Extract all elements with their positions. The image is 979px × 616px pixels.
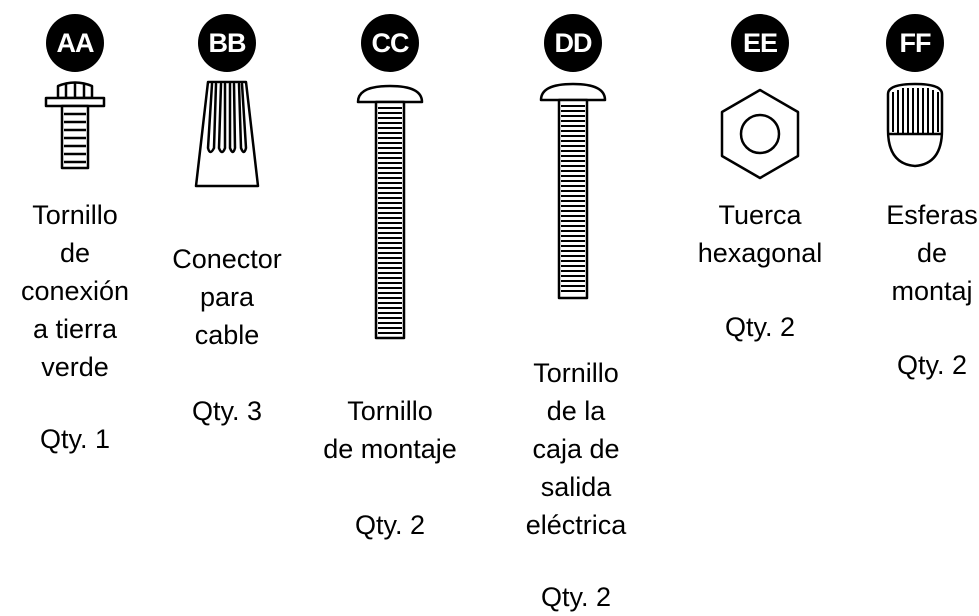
part-badge: FF: [886, 14, 944, 72]
part-quantity: Qty. 2: [724, 312, 796, 342]
part-cc: CC Tornillo de montaje Qty. 2: [304, 0, 476, 614]
part-name: Tornillo de conexión a tierra verde: [20, 200, 130, 382]
part-dd: DD Tornillo de la caja de salida eléctri…: [490, 0, 662, 614]
part-quantity: Qty. 1: [39, 424, 111, 454]
part-quantity: Qty. 2: [354, 510, 426, 540]
part-name: Tornillo de la caja de salida eléctrica: [525, 358, 627, 540]
part-quantity: Qty. 2: [540, 582, 612, 612]
mounting-screw-icon: [356, 84, 424, 340]
part-quantity: Qty. 2: [896, 350, 968, 380]
part-name: Tuerca hexagonal: [697, 200, 823, 268]
outlet-box-screw-icon: [539, 82, 607, 300]
part-name: Esferas de montaj: [886, 200, 978, 306]
part-ff: FF Esferas de montaj Qty. 2: [850, 0, 979, 614]
mounting-ball-icon: [886, 82, 944, 168]
part-badge: CC: [361, 14, 419, 72]
part-badge: AA: [46, 14, 104, 72]
part-name: Conector para cable: [172, 244, 282, 350]
part-badge: BB: [198, 14, 256, 72]
part-aa: AA Tornillo de conexión a tierra verde Q…: [0, 0, 150, 614]
ground-screw-icon: [44, 81, 106, 170]
part-bb: BB Conector para cable Qty. 3: [152, 0, 302, 614]
part-badge: EE: [731, 14, 789, 72]
part-quantity: Qty. 3: [191, 396, 263, 426]
part-ee: EE Tuerca hexagonal Qty. 2: [680, 0, 840, 614]
part-name: Tornillo de montaje: [323, 396, 457, 464]
hex-nut-icon: [720, 88, 800, 180]
wire-connector-icon: [194, 80, 260, 188]
part-badge: DD: [544, 14, 602, 72]
